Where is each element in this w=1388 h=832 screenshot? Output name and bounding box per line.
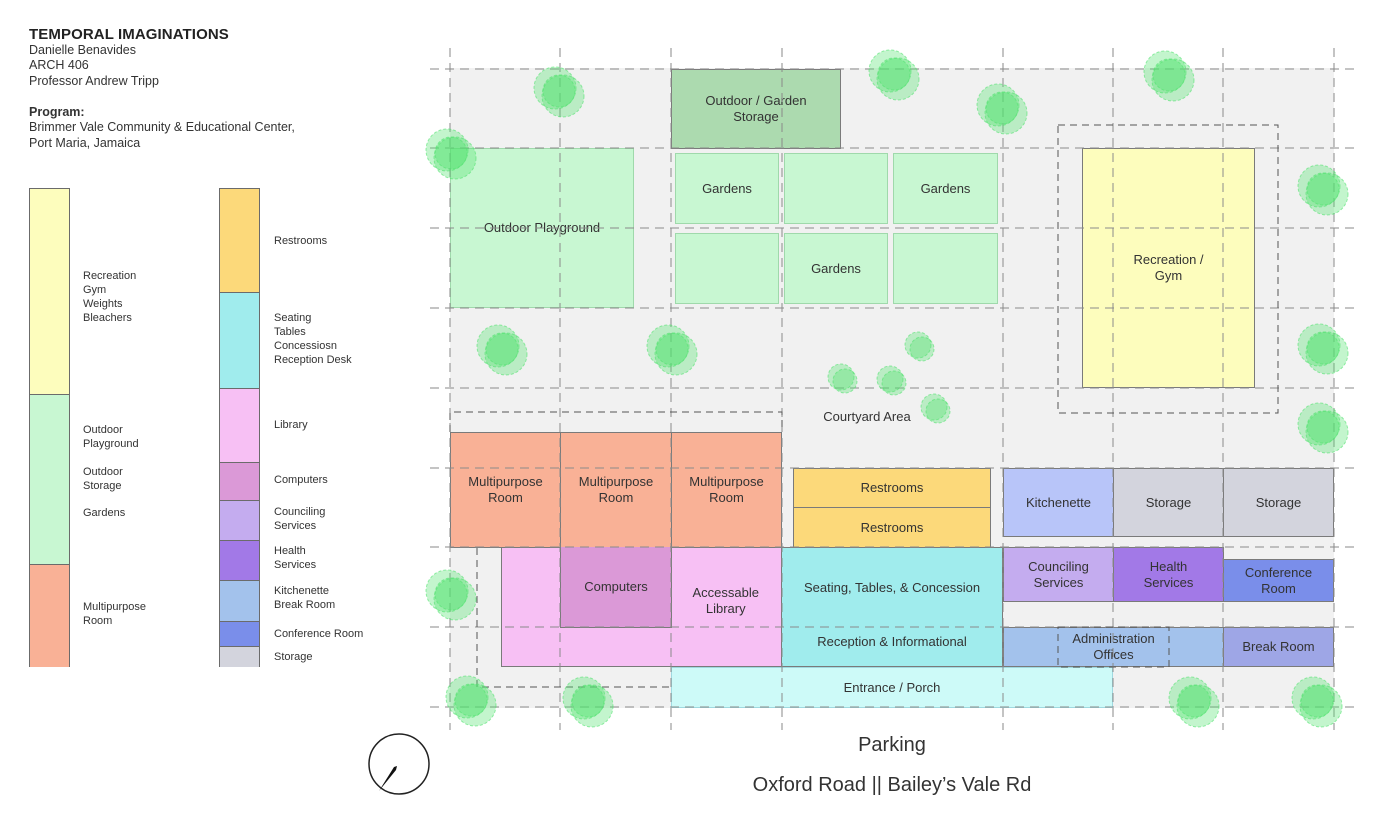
tree-2 (868, 49, 920, 101)
gardens-c: Gardens (893, 153, 998, 224)
entrance-porch: Entrance / Porch (671, 667, 1113, 708)
tree-12 (445, 675, 497, 727)
legend-label-health: Health Services (274, 545, 317, 571)
title-block: TEMPORAL IMAGINATIONS Danielle Benavides… (29, 27, 295, 151)
outdoor-storage: Outdoor / Garden Storage (671, 69, 841, 149)
tree-6 (1297, 164, 1349, 216)
parking-label: Parking (858, 734, 926, 756)
legend-swatch-library (220, 388, 259, 463)
legend-swatch-restrooms (220, 189, 259, 292)
legend-label-kitchenette: Kitchenette Break Room (274, 585, 336, 611)
grid-lines (430, 48, 1355, 730)
kitchenette: Kitchenette (1003, 468, 1114, 537)
tree-4 (1143, 50, 1195, 102)
legend-label-counciling: Counciling Services (274, 506, 326, 532)
legend-label-outdoor-playground: Outdoor Playground (83, 424, 139, 450)
seating-concession: Seating, Tables, & Concession (781, 547, 1003, 627)
legend-label-conference: Conference Room (274, 628, 364, 640)
multipurpose-room-3: Multipurpose Room (671, 432, 782, 548)
legend-swatch-kitchenette (220, 580, 259, 622)
storage-2: Storage (1223, 468, 1334, 537)
legend-label-recreation: Recreation Gym Weights Bleachers (83, 270, 137, 324)
break-room: Break Room (1223, 627, 1334, 667)
tree-13 (562, 676, 614, 728)
north-arrow-icon (368, 733, 430, 795)
legend-swatch-storage (220, 646, 259, 667)
author-name: Danielle Benavides (29, 42, 137, 57)
tree-small-3 (904, 331, 935, 362)
road-label: Oxford Road || Bailey’s Vale Rd (752, 774, 1032, 796)
multipurpose-room-1: Multipurpose Room (450, 432, 561, 548)
legend-label-computers: Computers (274, 474, 328, 486)
tree-3 (976, 83, 1028, 135)
storage-1: Storage (1113, 468, 1224, 537)
tree-small-2 (876, 365, 907, 396)
legend-swatch-computers (220, 462, 259, 501)
gardens-d (675, 233, 779, 304)
gardens-a: Gardens (675, 153, 779, 224)
legend-bar-left (29, 188, 70, 667)
gardens-f (893, 233, 998, 304)
tree-11 (425, 569, 477, 621)
gardens-b (784, 153, 888, 224)
tree-1 (533, 66, 585, 118)
program-label: Program: (29, 104, 85, 119)
tree-10 (1297, 402, 1349, 454)
conference-room: Conference Room (1223, 559, 1334, 602)
professor-name: Professor Andrew Tripp (29, 73, 159, 88)
tree-small-4 (920, 393, 951, 424)
gardens-e: Gardens (784, 233, 888, 304)
site-plan: Outdoor / Garden Storage Outdoor Playgro… (420, 40, 1365, 740)
tree-5 (425, 128, 477, 180)
restrooms-1: Restrooms (793, 468, 991, 508)
courtyard-label: Courtyard Area (823, 409, 911, 424)
project-title: TEMPORAL IMAGINATIONS (29, 26, 229, 43)
legend-label-restrooms: Restrooms (274, 235, 328, 247)
tree-7 (476, 324, 528, 376)
tree-15 (1291, 676, 1343, 728)
legend-label-seating: Seating Tables Concessiosn Reception Des… (274, 312, 352, 366)
course-code: ARCH 406 (29, 58, 89, 72)
legend-label-outdoor-storage: Outdoor Storage (83, 466, 123, 492)
program-line-2: Port Maria, Jamaica (29, 135, 141, 150)
tree-9 (1297, 323, 1349, 375)
tree-small-1 (827, 363, 858, 394)
legend-swatch-multipurpose (30, 564, 69, 667)
legend-label-multipurpose: Multipurpose Room (83, 601, 146, 627)
health-services: Health Services (1113, 547, 1224, 602)
legend-swatch-seating (220, 292, 259, 389)
legend-swatch-health (220, 540, 259, 581)
counciling-services: Counciling Services (1003, 547, 1114, 602)
legend-swatch-outdoor (30, 394, 69, 565)
tree-8 (646, 324, 698, 376)
legend-swatch-conference (220, 621, 259, 647)
tree-14 (1168, 676, 1220, 728)
legend-label-library: Library (274, 419, 308, 431)
recreation-gym: Recreation / Gym (1082, 148, 1255, 388)
legend-bar-right (219, 188, 260, 667)
legend-swatch-recreation (30, 189, 69, 394)
legend-swatch-counciling (220, 500, 259, 541)
legend-label-gardens: Gardens (83, 507, 126, 519)
legend-label-storage: Storage (274, 651, 313, 663)
program-line-1: Brimmer Vale Community & Educational Cen… (29, 120, 295, 134)
